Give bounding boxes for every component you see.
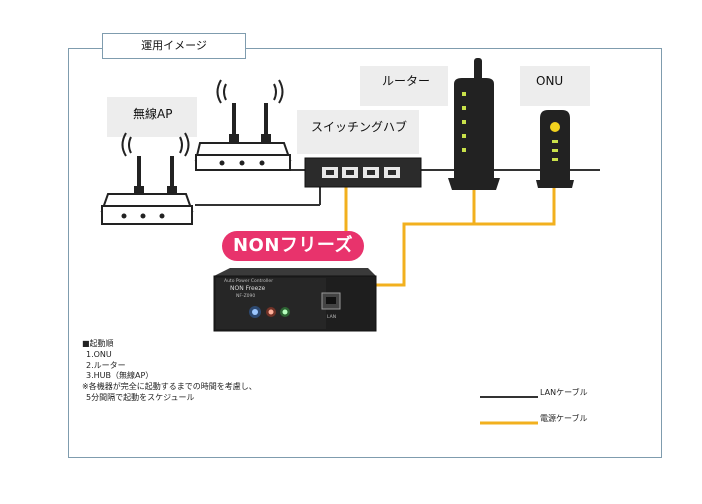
onu-label: ONU bbox=[520, 66, 590, 106]
legend-lan-label: LANケーブル bbox=[540, 388, 588, 397]
router-icon bbox=[448, 58, 500, 190]
device-panel-line1: Auto Power Controller bbox=[224, 278, 273, 284]
switching-hub-icon bbox=[304, 157, 422, 188]
boot-order-item-2: 2.ルーター bbox=[86, 360, 126, 370]
device-panel-line3: NF-Z090 bbox=[236, 293, 255, 299]
wireless-ap-label: 無線AP bbox=[107, 97, 197, 137]
onu-icon bbox=[536, 110, 574, 188]
diagram-title: 運用イメージ bbox=[102, 33, 246, 59]
switching-hub-label: スイッチングハブ bbox=[297, 110, 419, 154]
non-freeze-badge: NONフリーズ bbox=[222, 231, 364, 261]
boot-order-notes: ■起動順 1.ONU 2.ルーター 3.HUB（無線AP） ※各機器が完全に起動… bbox=[82, 339, 257, 404]
non-freeze-device-icon: Auto Power Controller NON Freeze NF-Z090… bbox=[213, 268, 377, 332]
power-cable-onu bbox=[404, 188, 556, 226]
wireless-ap-1-icon bbox=[194, 79, 292, 171]
device-port-label: LAN bbox=[327, 314, 336, 320]
boot-order-item-3: 3.HUB（無線AP） bbox=[86, 371, 154, 381]
boot-order-item-1: 1.ONU bbox=[86, 349, 112, 359]
power-cables bbox=[344, 186, 556, 287]
boot-order-note-2: 5分間隔で起動をスケジュール bbox=[86, 392, 195, 402]
router-label: ルーター bbox=[360, 66, 448, 106]
device-panel-line2: NON Freeze bbox=[230, 285, 265, 292]
boot-order-heading: ■起動順 bbox=[82, 339, 114, 348]
diagram-frame bbox=[68, 48, 662, 458]
power-cable-router bbox=[372, 190, 476, 287]
legend-power-label: 電源ケーブル bbox=[540, 414, 588, 423]
wireless-ap-2-icon bbox=[100, 132, 194, 225]
boot-order-note-1: ※各機器が完全に起動するまでの時間を考慮し、 bbox=[82, 382, 257, 392]
